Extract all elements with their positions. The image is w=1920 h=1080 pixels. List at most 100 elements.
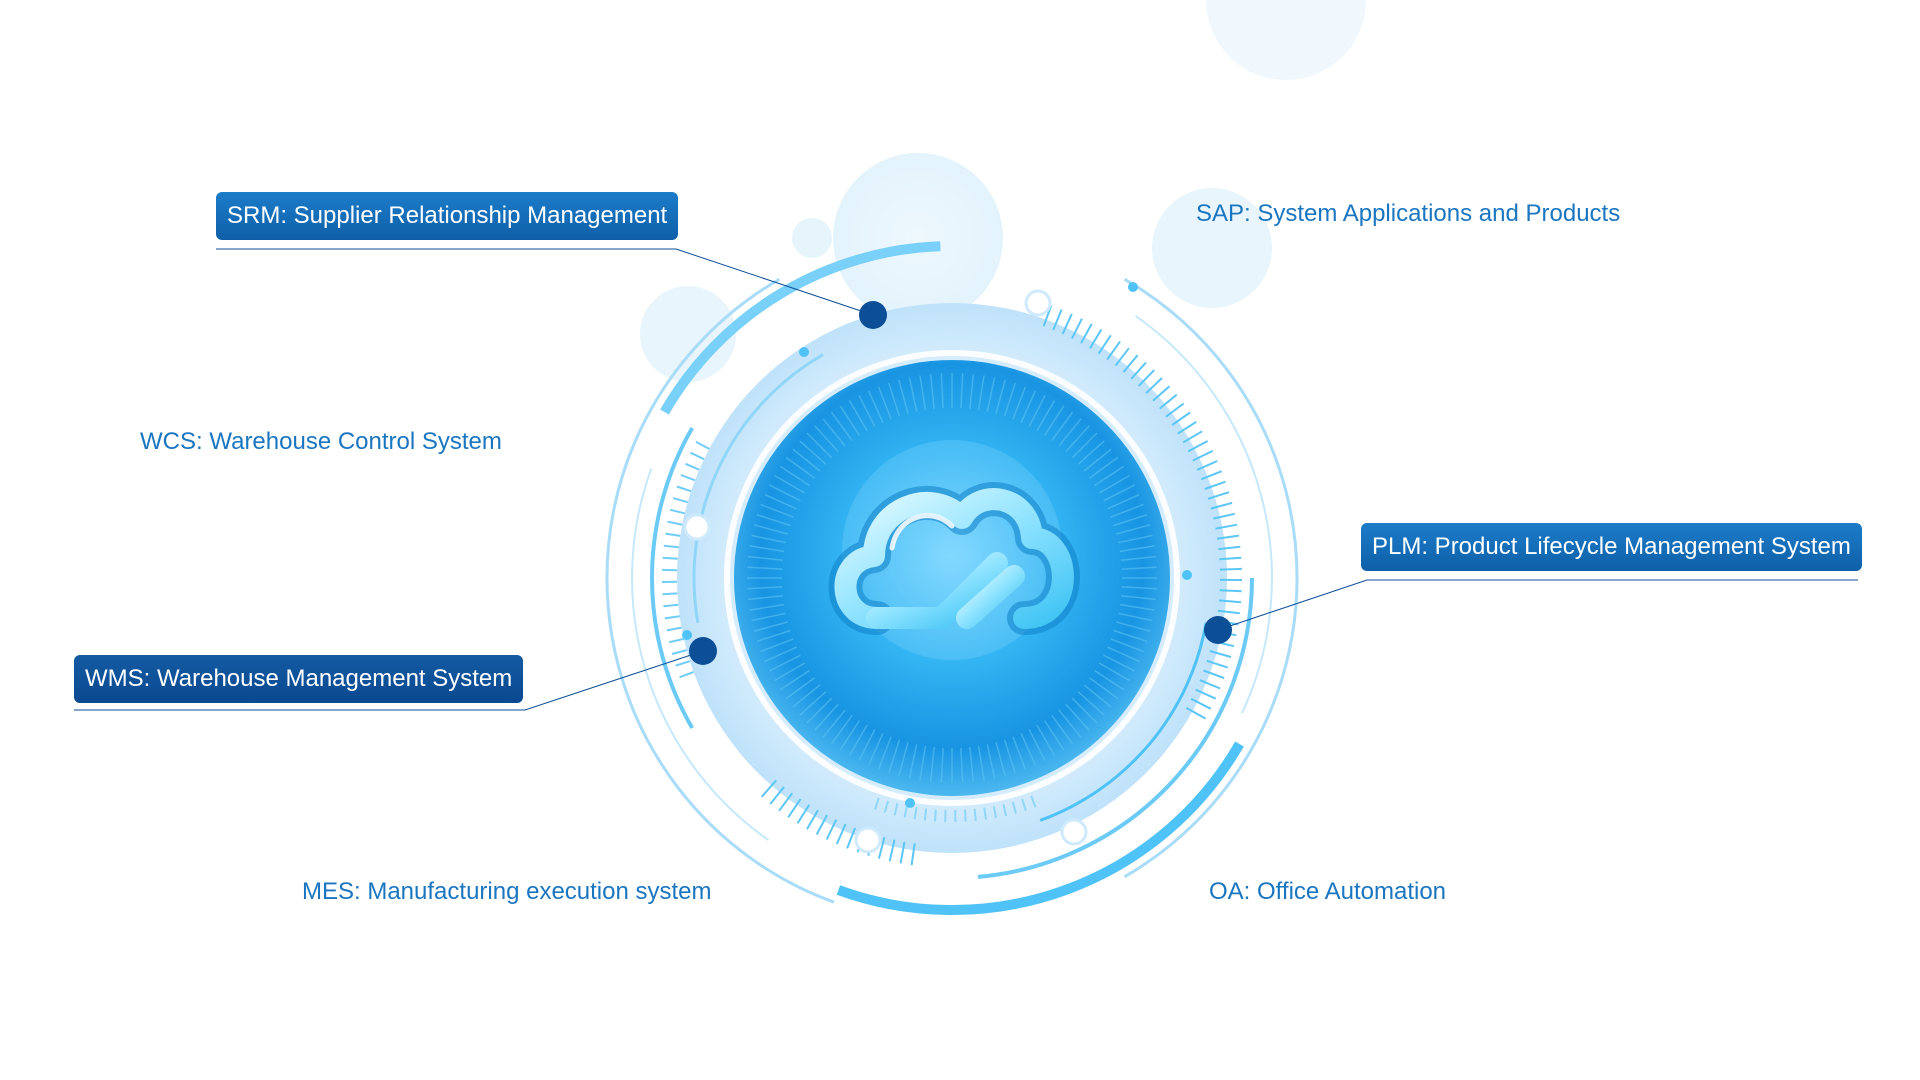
- core-tick: [898, 379, 909, 414]
- core-tick: [887, 382, 901, 417]
- connector-dot-srm: [859, 301, 887, 329]
- core-tick: [748, 595, 783, 601]
- bg-bubble: [640, 286, 736, 382]
- ring-tick: [1185, 707, 1207, 720]
- core-tick: [1089, 456, 1119, 479]
- ring-tick: [1152, 385, 1171, 402]
- core-tick: [1110, 638, 1144, 653]
- core-tick: [1106, 493, 1140, 510]
- core-tick: [799, 440, 827, 465]
- core-tick: [940, 747, 944, 783]
- core-tick: [887, 739, 901, 774]
- ring-tick: [934, 809, 937, 822]
- ring-tick: [992, 806, 997, 819]
- ring-tick: [1192, 450, 1214, 462]
- ring-tick: [964, 809, 967, 822]
- core-tick: [1121, 586, 1157, 590]
- core-tick: [1103, 484, 1136, 502]
- core-tick: [1071, 697, 1098, 724]
- ring-tick: [663, 603, 679, 608]
- ring-arc: [1134, 315, 1273, 714]
- ring-tick: [1011, 801, 1017, 814]
- core-tick: [814, 703, 839, 731]
- core-tick: [1094, 465, 1125, 487]
- core-tick: [792, 448, 821, 472]
- core-tick: [940, 373, 944, 409]
- ring-tick: [973, 808, 977, 821]
- ring-tick: [679, 671, 694, 679]
- ring-tick: [1209, 650, 1232, 658]
- core-tick: [1077, 691, 1105, 716]
- core-tick: [877, 736, 892, 770]
- ring-tick: [690, 451, 705, 461]
- core-tick: [779, 669, 810, 691]
- core-tick: [1116, 621, 1151, 632]
- core-tick: [768, 654, 801, 672]
- core-tick: [960, 747, 964, 783]
- ring-tick: [1071, 318, 1083, 339]
- core-tick: [822, 418, 846, 447]
- core-tick: [995, 379, 1006, 414]
- core-tick: [1036, 400, 1056, 432]
- core-tick: [995, 742, 1006, 777]
- core-tick: [1036, 724, 1056, 756]
- ring-tick: [835, 823, 847, 845]
- ring-tick: [1097, 334, 1112, 355]
- ring-arc: [631, 468, 770, 841]
- ring-tick: [888, 839, 896, 862]
- core-tick: [1028, 394, 1046, 427]
- ring-tick: [1210, 501, 1233, 510]
- connector-dot-plm: [1204, 616, 1232, 644]
- core-tick: [908, 744, 918, 779]
- ring-tick: [1219, 599, 1242, 604]
- ring-tick: [1219, 567, 1242, 571]
- core-tick: [774, 662, 806, 682]
- ring-tick: [1145, 377, 1163, 394]
- core-tick: [747, 586, 783, 590]
- core-tick: [960, 373, 964, 409]
- node-dot: [1024, 289, 1052, 317]
- ring-tick: [1182, 430, 1203, 444]
- core-tick: [858, 729, 876, 762]
- ring-tick: [883, 800, 890, 813]
- ring-tick: [1159, 393, 1178, 410]
- ring-tick: [983, 807, 987, 820]
- core-tick: [1121, 566, 1157, 570]
- ring-tick: [1122, 354, 1139, 373]
- ring-tick: [1217, 609, 1240, 615]
- core-tick: [848, 724, 868, 756]
- core-outline: [724, 350, 1180, 806]
- core-tick: [1103, 654, 1136, 672]
- core-tick: [830, 411, 853, 441]
- core-tick: [1028, 729, 1046, 762]
- ring-tick: [666, 626, 682, 632]
- ring-tick: [695, 441, 710, 450]
- core-tick: [753, 621, 788, 632]
- ring-tick: [665, 532, 681, 537]
- ring-tick: [675, 660, 691, 667]
- ring-tick: [787, 798, 802, 818]
- outer-arcs: [605, 241, 1299, 916]
- ring-tick: [680, 474, 696, 482]
- core-tick: [785, 677, 815, 700]
- ring-tick: [1177, 420, 1197, 435]
- core-tick: [867, 732, 884, 766]
- ring-tick: [1216, 534, 1240, 540]
- core-tick: [748, 555, 783, 561]
- core-tick: [858, 394, 876, 427]
- core-tick: [986, 377, 996, 412]
- core-tick: [756, 629, 791, 643]
- ring-tick: [815, 814, 828, 835]
- ring-tick: [1106, 341, 1121, 361]
- ring-tick: [893, 803, 899, 816]
- ring-tick: [778, 792, 794, 812]
- core-tick: [969, 374, 975, 409]
- core-tick: [1065, 703, 1090, 731]
- ring-tick: [662, 556, 678, 560]
- core-tick: [764, 493, 798, 510]
- ring-tick: [672, 497, 688, 504]
- ring-tick: [1089, 328, 1103, 349]
- core-tick: [977, 375, 985, 411]
- ring-tick: [668, 637, 685, 644]
